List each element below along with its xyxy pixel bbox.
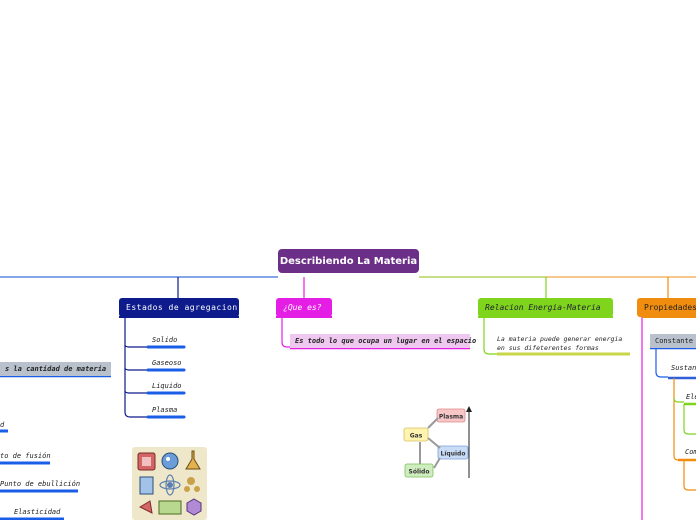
estados-stem: [124, 317, 131, 418]
subtopic-constante[interactable]: Constante: [650, 334, 696, 348]
subtopic-sustancia[interactable]: Sustan: [671, 364, 696, 372]
subtopic-liquido[interactable]: Liquido: [152, 382, 182, 390]
left-item-elasticidad[interactable]: Elasticidad: [14, 508, 61, 516]
topic-estados-de-agregacion[interactable]: Estados de agregacion: [119, 298, 239, 317]
subtopic-gaseoso[interactable]: Gaseoso: [152, 359, 182, 367]
phase-label-liquido: Líquido: [441, 451, 466, 458]
central-topic[interactable]: Describiendo La Materia: [278, 249, 419, 273]
phase-label-solido: Sólido: [409, 469, 430, 476]
topic-que-es[interactable]: ¿Que es?: [276, 298, 332, 317]
left-item-punto-ebullicion[interactable]: Punto de ebullición: [0, 480, 81, 488]
subtopic-compuesto[interactable]: Com: [685, 448, 696, 456]
subtopic-elemento[interactable]: Ele: [686, 393, 696, 401]
subtopic-solido[interactable]: Solido: [152, 336, 178, 344]
phase-label-plasma: Plasma: [439, 414, 463, 421]
left-item-punto-fusion[interactable]: to de fusión: [0, 452, 51, 460]
relacion-description[interactable]: La materia puede generar energia en sus …: [497, 335, 623, 352]
topic-relacion-energia-materia[interactable]: Relacion Energia-Materia: [478, 298, 613, 317]
left-item-1[interactable]: d: [0, 421, 5, 429]
left-materia-box[interactable]: s la cantidad de materia: [0, 362, 111, 376]
phase-label-gas: Gas: [410, 433, 423, 440]
chemistry-icons-image: [132, 447, 207, 520]
topic-propiedades[interactable]: Propiedades: [637, 298, 696, 317]
definition-box[interactable]: Es todo lo que ocupa un lugar en el espa…: [290, 334, 476, 348]
subtopic-plasma[interactable]: Plasma: [152, 406, 178, 414]
phase-change-diagram-image: Plasma Gas Líquido Sólido: [400, 406, 475, 482]
